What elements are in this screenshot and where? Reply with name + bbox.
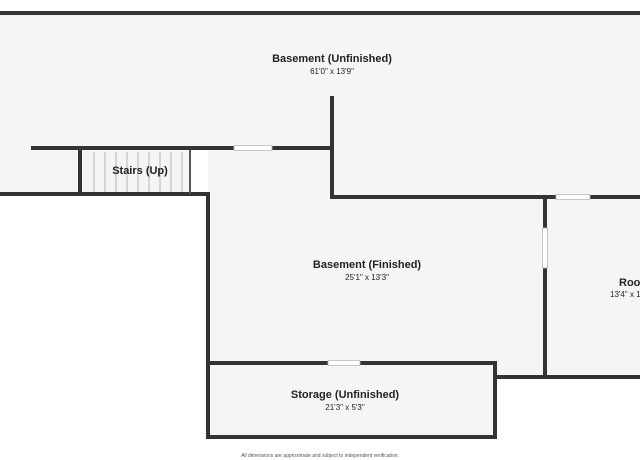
room-dimensions: 21'3" x 5'3"	[325, 403, 365, 412]
room-label-basement-finished: Basement (Finished) 25'1" x 13'3"	[313, 259, 422, 282]
opening-room-top	[555, 194, 591, 200]
room-name: Basement (Unfinished)	[272, 53, 392, 65]
room-east-floor	[545, 197, 640, 377]
opening-room-side	[542, 227, 548, 269]
room-name: Stairs (Up)	[112, 165, 168, 177]
room-name: Storage (Unfinished)	[291, 389, 400, 401]
room-label-stairs: Stairs (Up)	[112, 165, 168, 177]
openings	[233, 145, 591, 366]
room-floors	[0, 13, 640, 437]
opening-top	[233, 145, 273, 151]
room-label-storage: Storage (Unfinished) 21'3" x 5'3"	[291, 389, 400, 412]
basement-unfinished-west-floor	[0, 148, 80, 193]
stair-treads	[93, 152, 183, 192]
room-name: Basement (Finished)	[313, 259, 422, 271]
room-dimensions: 13'4" x 1	[610, 290, 640, 299]
room-label-room-east: Roo 13'4" x 1	[610, 277, 640, 299]
basement-finished-floor	[208, 148, 545, 377]
basement-unfinished-floor	[0, 13, 640, 197]
opening-storage	[327, 360, 361, 366]
storage-floor	[208, 364, 495, 437]
room-dimensions: 61'0" x 13'9"	[310, 67, 354, 76]
room-name: Roo	[619, 277, 640, 289]
room-label-basement-unfinished: Basement (Unfinished) 61'0" x 13'9"	[272, 53, 392, 76]
stairs-floor	[80, 148, 190, 194]
room-dimensions: 25'1" x 13'3"	[345, 273, 389, 282]
disclaimer-text: All dimensions are approximate and subje…	[241, 453, 399, 459]
